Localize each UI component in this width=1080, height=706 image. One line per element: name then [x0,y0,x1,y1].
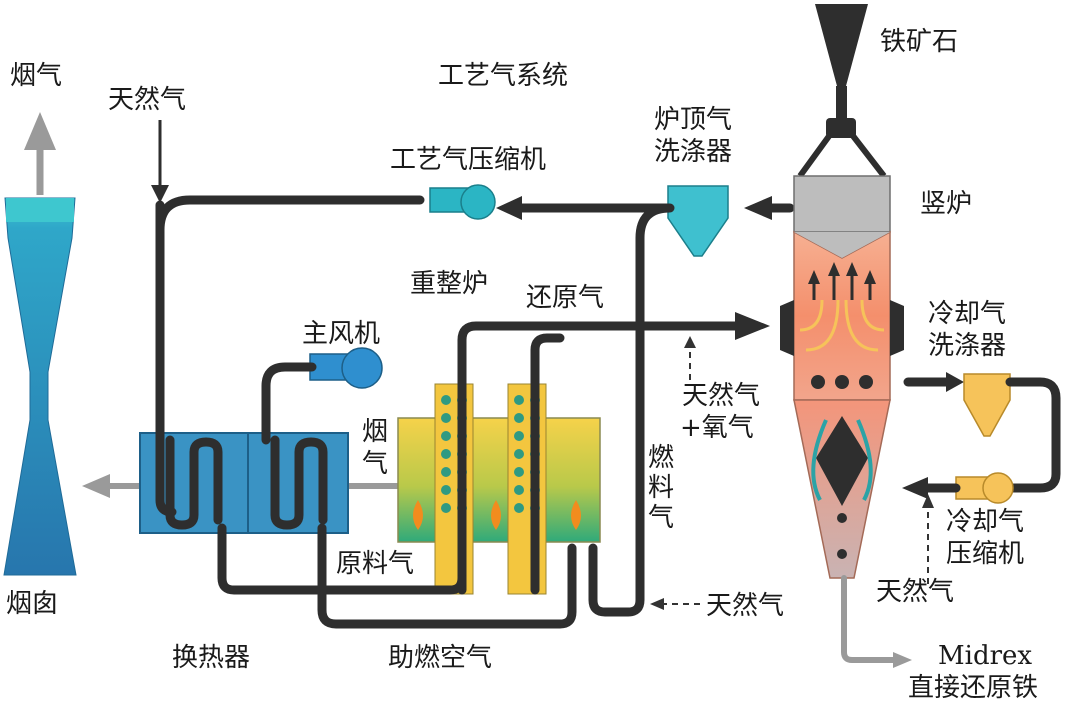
burner-flame-icon [413,500,581,530]
label-fuel-gas-3: 气 [648,503,674,533]
label-heat-exchanger: 换热器 [172,643,250,673]
heat-exchanger [139,432,349,534]
flue-to-chimney-arrow-icon [82,474,110,498]
label-shaft-furnace: 竖炉 [920,189,972,219]
chimney [3,112,77,576]
label-natural-gas-fuel: 天然气 [706,591,784,621]
ng-fuel-arrow-icon [650,598,664,610]
label-reformer: 重整炉 [410,269,488,299]
natural-gas-inlet-arrow-icon [151,185,169,203]
main-air-blower [309,347,383,389]
to-compressor-arrow-icon [496,196,522,220]
to-scrubber-arrow-icon [744,196,772,220]
label-flue-gas-vertical-1: 烟 [362,417,388,447]
label-chimney: 烟囱 [6,589,58,619]
label-feed-gas: 原料气 [336,549,414,579]
shaft-furnace [780,175,904,579]
process-gas-compressor [429,184,496,220]
label-combustion-air: 助燃空气 [388,643,492,673]
label-fuel-gas-2: 料 [648,473,674,503]
top-gas-scrubber [667,185,729,257]
label-iron-ore: 铁矿石 [880,27,958,57]
label-cooling-gas-scrubber-1: 冷却气 [928,299,1006,329]
product-arrow-icon [893,652,912,668]
label-flue-gas-out: 烟气 [10,61,62,91]
process-gas-down-pipe [155,200,177,517]
label-product-dri: 直接还原铁 [908,673,1038,703]
fuel-gas-pipe [588,203,675,617]
label-natural-gas-cooling: 天然气 [876,577,954,607]
compressor-inlet-pipe [155,195,425,235]
label-cooling-gas-compressor-1: 冷却气 [946,507,1024,537]
cooling-gas-scrubber [963,373,1011,437]
label-process-gas-system: 工艺气系统 [438,61,568,91]
reformer [397,383,601,595]
label-cooling-gas-compressor-2: 压缩机 [946,539,1024,569]
flue-gas-up-arrow-icon [24,112,56,150]
label-top-gas-scrubber-2: 洗涤器 [654,137,732,167]
label-fuel-gas-1: 燃 [648,443,674,473]
cooling-return-arrow-icon [902,477,928,499]
label-top-gas-scrubber-1: 炉顶气 [654,105,732,135]
label-natural-gas-oxygen-1: 天然气 [682,381,760,411]
label-natural-gas-oxygen-2: +氧气 [680,413,754,443]
reducing-gas-arrow-icon [735,312,770,340]
label-process-gas-compressor: 工艺气压缩机 [390,145,546,175]
label-main-air-blower: 主风机 [302,319,380,349]
iron-ore-hopper [815,4,868,86]
label-product-midrex: Midrex [938,641,1032,671]
label-reducing-gas: 还原气 [526,283,604,313]
ng-oxygen-arrow-icon [684,336,696,348]
label-natural-gas-top: 天然气 [108,85,186,115]
reducing-gas-pipe [457,321,745,595]
label-flue-gas-vertical-2: 气 [362,449,388,479]
label-cooling-gas-scrubber-2: 洗涤器 [928,331,1006,361]
cooling-gas-compressor [955,472,1014,504]
